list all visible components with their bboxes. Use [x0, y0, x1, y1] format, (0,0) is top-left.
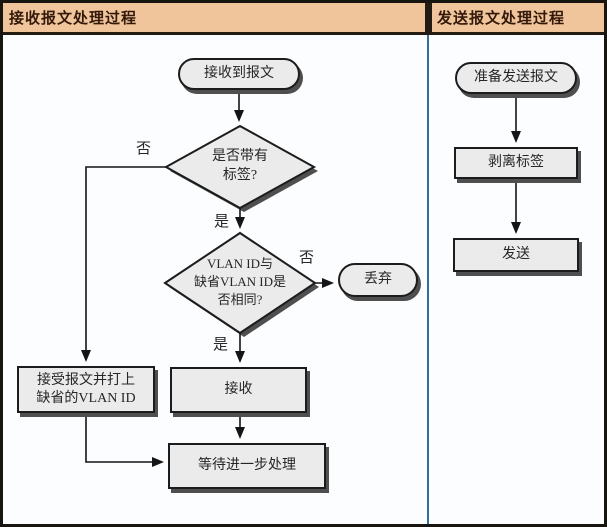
strip-tag-node: 剥离标签 — [454, 147, 578, 179]
send-panel-title: 发送报文处理过程 — [437, 11, 566, 27]
arrow-no-tag-to-accept — [81, 166, 166, 362]
decision-vlan-text: VLAN ID与 缺省VLAN ID是 否相同? — [193, 256, 287, 307]
receive-panel-title: 接收报文处理过程 — [9, 11, 138, 27]
decision-has-tag-shape — [163, 124, 317, 210]
label-no-tag: 否 — [136, 141, 152, 157]
header-divider — [425, 3, 432, 32]
discard-node: 丢弃 — [338, 263, 418, 297]
header-row: 接收报文处理过程 发送报文处理过程 — [3, 3, 604, 35]
start-node: 接收到报文 — [178, 58, 300, 90]
label-yes-vlan: 是 — [213, 337, 229, 353]
accept-default-vlan-node: 接受报文并打上 缺省的VLAN ID — [17, 366, 155, 413]
panel-divider — [427, 35, 429, 524]
label-no-vlan: 否 — [299, 250, 315, 266]
send-node: 发送 — [453, 238, 579, 272]
arrow-accept-to-wait — [85, 412, 164, 467]
wait-further-processing-node: 等待进一步处理 — [168, 443, 326, 489]
receive-node: 接收 — [170, 367, 307, 413]
decision-has-tag-text: 是否带有 标签? — [212, 149, 268, 183]
prepare-send-node: 准备发送报文 — [455, 62, 577, 94]
label-yes-tag: 是 — [214, 214, 230, 230]
connector-layer — [81, 90, 521, 467]
